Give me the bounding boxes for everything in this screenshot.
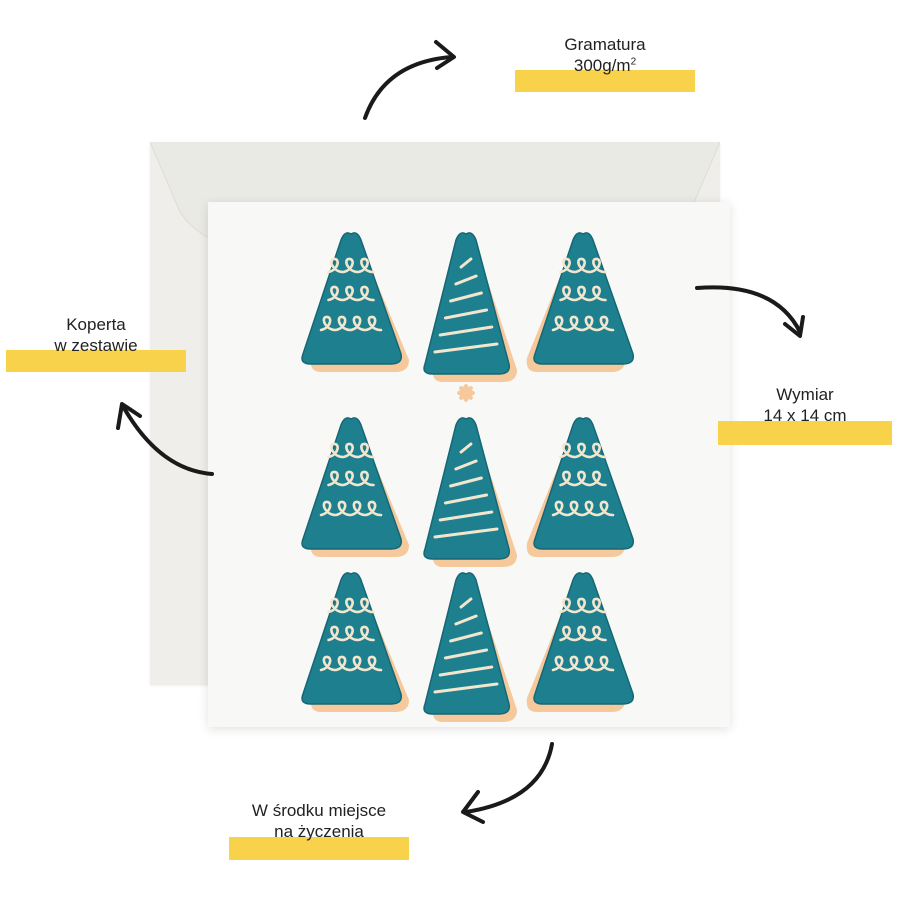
envelope-subtitle: w zestawie (54, 336, 138, 355)
tree-cookie-icon (526, 232, 635, 372)
tree-cookie-icon (423, 572, 517, 722)
tree-cookie-icon (526, 417, 635, 557)
size-title: Wymiar (776, 385, 834, 404)
weight-arrow-icon (363, 40, 456, 120)
inside-title: W środku miejsce (251, 801, 387, 820)
envelope-title: Koperta (66, 315, 126, 334)
weight-label: Gramatura 300g/m2 (515, 34, 695, 92)
tree-cookie-icon (301, 417, 409, 557)
size-highlight (718, 421, 892, 445)
inside-arrow-icon (461, 742, 554, 824)
tree-cookie-icon (423, 232, 517, 382)
tree-cookie-icon (526, 572, 635, 712)
tree-cookie-icon (301, 572, 409, 712)
inside-subtitle: na życzenia (274, 822, 364, 841)
weight-title: Gramatura (564, 35, 646, 54)
size-label: Wymiar 14 x 14 cm (718, 384, 892, 445)
christmas-tree-pattern (301, 232, 635, 722)
inside-label: W środku miejsce na życzenia (229, 800, 409, 860)
tree-cookie-icon (301, 232, 409, 372)
envelope-label: Koperta w zestawie (6, 314, 186, 372)
size-value: 14 x 14 cm (763, 406, 847, 425)
envelope-highlight (6, 350, 186, 372)
inside-highlight (229, 837, 409, 860)
tree-cookie-icon (423, 384, 517, 567)
weight-highlight (515, 70, 695, 92)
greeting-card (208, 202, 730, 727)
weight-value: 300g/m2 (573, 56, 637, 75)
